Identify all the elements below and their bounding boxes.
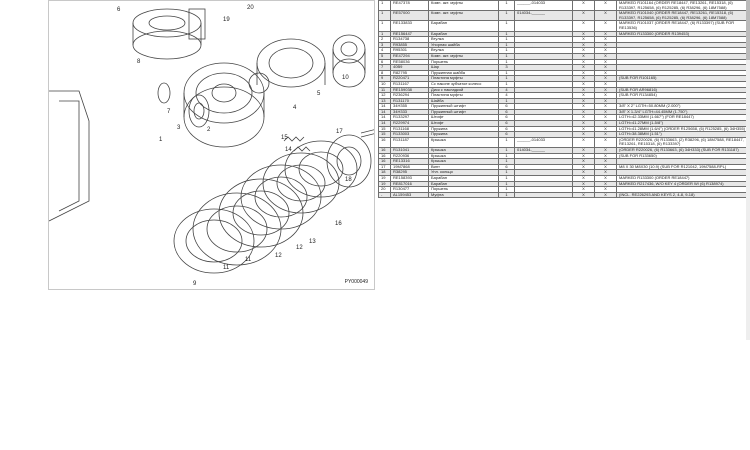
cell-a: X [572, 0, 595, 12]
cell-n: 1 [378, 10, 391, 22]
cell-remarks: (ORDER R220026, (6) R133663, (2) R38296,… [616, 136, 749, 149]
cell-serial: 014034-______ [514, 10, 573, 22]
cell-n: - [378, 191, 391, 199]
svg-text:19: 19 [223, 17, 230, 23]
svg-text:10: 10 [342, 75, 349, 81]
svg-text:11: 11 [223, 265, 230, 271]
svg-text:16: 16 [335, 221, 342, 227]
svg-text:5: 5 [317, 91, 321, 97]
cell-name: Комп. акт. муфты [428, 10, 499, 22]
cell-name: Муфта [428, 191, 499, 199]
svg-text:6: 6 [117, 7, 121, 13]
cell-n: 1 [378, 20, 391, 32]
svg-text:8: 8 [137, 59, 141, 65]
cell-b: X [594, 191, 617, 199]
cell-serial: ______-014033 [514, 0, 573, 12]
cell-b: X [594, 10, 617, 22]
cell-a: X [572, 136, 595, 149]
cell-a: X [572, 10, 595, 22]
svg-text:18: 18 [345, 177, 352, 183]
cell-part: R131187 [390, 136, 429, 149]
cell-b: X [594, 20, 617, 32]
svg-text:3: 3 [177, 125, 181, 131]
cell-b: X [594, 136, 617, 149]
svg-text:7: 7 [167, 109, 171, 115]
cell-part: RE133833 [390, 20, 429, 32]
cell-remarks: (ORDER R220026, (6) R133663, (6) 34H333)… [616, 147, 749, 154]
scrollbar[interactable] [746, 0, 750, 340]
cell-b: X [594, 0, 617, 12]
cell-remarks: LGTH=41.28MM (1.6/4") (ORDER R125658, (6… [616, 125, 749, 133]
diagram-id-label: PY000049 [344, 279, 368, 285]
cell-a: X [572, 191, 595, 199]
cell-part: RE57000 [390, 10, 429, 22]
scrollbar-thumb[interactable] [746, 0, 750, 60]
svg-text:15: 15 [281, 135, 288, 141]
cell-remarks: MARKED R101040 (ORDER RE18447, RE13261, … [616, 10, 749, 22]
svg-text:14: 14 [285, 147, 292, 153]
svg-text:11: 11 [245, 257, 252, 263]
cell-n: 1 [378, 0, 391, 12]
cell-name: Барабан [428, 20, 499, 32]
cell-remarks: (INCL. RE226293 AND KEYS 2, 4-8, 9-18) [616, 191, 749, 199]
cell-n: 16 [378, 136, 391, 149]
cell-part: AL159453 [390, 191, 429, 199]
svg-text:9: 9 [193, 281, 197, 287]
svg-text:4: 4 [293, 105, 297, 111]
svg-text:12: 12 [296, 245, 303, 251]
cell-qty: 1 [498, 10, 515, 22]
cell-qty: 1 [498, 191, 515, 199]
cell-name: Крышка [428, 136, 499, 149]
svg-text:17: 17 [336, 129, 343, 135]
cell-qty: 1 [498, 0, 515, 12]
cell-remarks: 3/8" X 1-3/4" LGTH=44.45MM (1.750") [616, 108, 749, 116]
svg-text:2: 2 [207, 127, 211, 133]
svg-text:12: 12 [275, 253, 282, 259]
cell-qty: 1 [498, 20, 515, 32]
cell-a: X [572, 20, 595, 32]
cell-remarks: MARKED R101037 (ORDER RE18447, (6) R1333… [616, 20, 749, 32]
svg-text:13: 13 [309, 239, 316, 245]
cell-name: Комп. акт. муфты [428, 0, 499, 12]
svg-text:20: 20 [247, 5, 254, 11]
cell-serial [514, 20, 573, 32]
cell-serial: ______-014033 [514, 136, 573, 149]
svg-text:1: 1 [159, 137, 163, 143]
cell-remarks: MARKED R101164 (ORDER RE18447, RE13261, … [616, 0, 749, 12]
cell-qty: 1 [498, 136, 515, 149]
cell-part: RE47378 [390, 0, 429, 12]
cell-serial [514, 191, 573, 199]
